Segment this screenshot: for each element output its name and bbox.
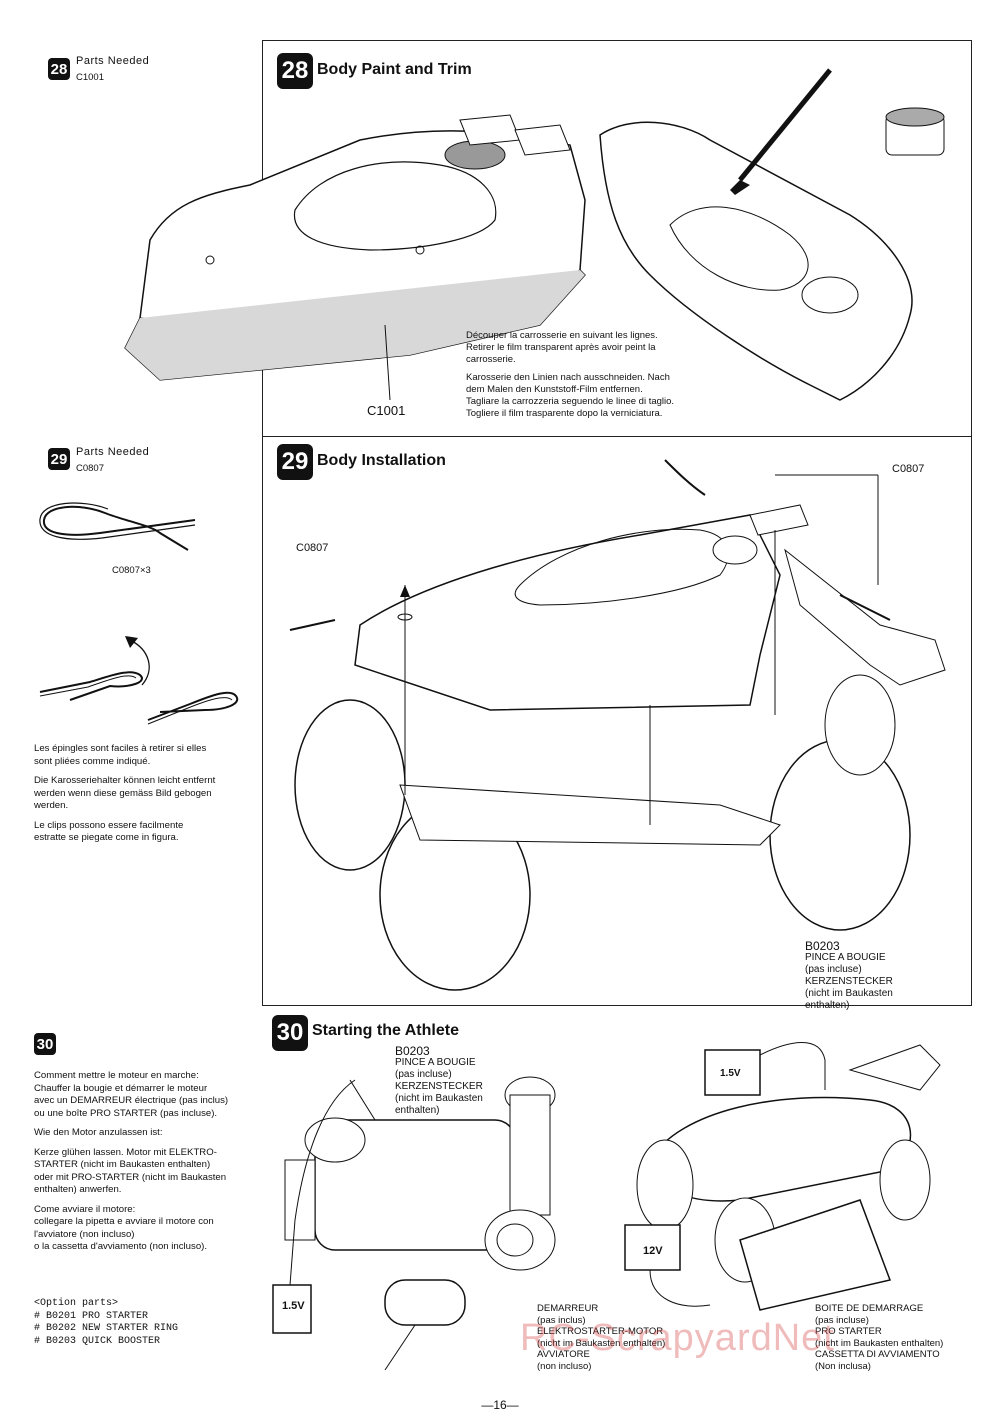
c1001-label: C1001: [367, 403, 406, 418]
body-clip-quantity: C0807×3: [112, 565, 151, 576]
step-28-badge: 28: [48, 58, 70, 80]
battery-label-left: 1.5V: [282, 1300, 305, 1312]
c0807-label-right: C0807: [892, 463, 925, 475]
start-note-de-title: Wie den Motor anzulassen ist:: [34, 1127, 163, 1138]
battery-label-right: 12V: [643, 1245, 663, 1257]
clip-note-fr: Les épingles sont faciles à retirer si e…: [34, 743, 207, 767]
start-note-de: Kerze glühen lassen. Motor mit ELEKTRO-S…: [34, 1146, 227, 1196]
start-note-it: Come avviare il motore:collegare la pipe…: [34, 1203, 214, 1253]
step-29-frame: [262, 435, 972, 1006]
clip-note-de: Die Karosseriehalter können leicht entfe…: [34, 775, 216, 811]
c0807-label-left: C0807: [296, 542, 329, 554]
paint-instructions: Découper la carrosserie en suivant les l…: [466, 330, 675, 419]
battery-label-top: 1.5V: [720, 1068, 741, 1079]
step-29-badge: 29: [48, 448, 70, 470]
glow-clip-label-right: B0203 PINCE A BOUGIE (pas incluse) KERZE…: [805, 939, 893, 1011]
option-part-item: # B0201 PRO STARTER: [34, 1310, 149, 1322]
option-part-item: # B0202 NEW STARTER RING: [34, 1323, 179, 1334]
step-29-title-badge: 29: [277, 444, 313, 480]
starter-box-label: BOITE DE DEMARRAGE (pas incluse) PRO STA…: [815, 1303, 944, 1372]
buggy-body-installation-illustration: [289, 459, 946, 991]
glow-clip-label-left: B0203 PINCE A BOUGIE (pas incluse) KERZE…: [395, 1044, 483, 1116]
starter-label: DEMARREUR (pas inclus) ELEKTROSTARTER-MO…: [537, 1303, 666, 1372]
option-part-item: # B0203 QUICK BOOSTER: [34, 1335, 161, 1347]
body-painting-illustration: [599, 68, 945, 401]
step-29-title: Body Installation: [317, 452, 446, 469]
step-28-title: Body Paint and Trim: [317, 61, 472, 78]
option-parts: <Option parts> # B0201 PRO STARTER # B02…: [34, 1298, 178, 1348]
clip-notes: Les épingles sont faciles à retirer si e…: [34, 743, 234, 852]
option-parts-title: <Option parts>: [34, 1298, 119, 1309]
step-30-title-badge: 30: [272, 1015, 308, 1051]
step-28-title-badge: 28: [277, 53, 313, 89]
pro-starter-illustration: [624, 1042, 941, 1311]
electric-starter-illustration: [272, 1076, 556, 1371]
step-30-title: Starting the Athlete: [312, 1022, 459, 1039]
parts-needed-28-title: Parts Needed: [76, 55, 150, 67]
parts-needed-28-code: C1001: [76, 72, 104, 83]
clip-removal-illustration: [39, 636, 239, 725]
start-notes: Comment mettre le moteur en marche:Chauf…: [34, 1070, 254, 1261]
body-clip-illustration: [39, 502, 196, 551]
start-note-fr: Comment mettre le moteur en marche:Chauf…: [34, 1070, 229, 1119]
step-30-badge: 30: [34, 1033, 56, 1055]
body-shell-illustration: [124, 114, 586, 401]
page-number: —16—: [481, 1398, 519, 1412]
watermark: RC-ScrapyardNet: [520, 1317, 835, 1359]
parts-needed-29-title: Parts Needed: [76, 446, 150, 458]
parts-needed-29-code: C0807: [76, 463, 104, 474]
